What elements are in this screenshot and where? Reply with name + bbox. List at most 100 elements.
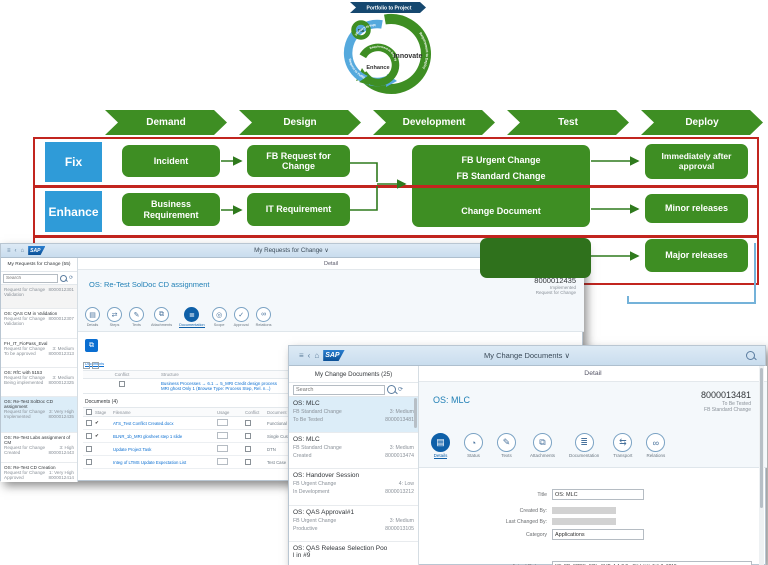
search-icon[interactable]	[60, 274, 67, 282]
conflict-checkbox[interactable]	[245, 432, 251, 439]
tab-scope[interactable]: ◎Scope	[211, 307, 227, 327]
search-input[interactable]	[293, 384, 385, 395]
fix-circle	[351, 20, 371, 40]
tab-details[interactable]: ▤Details	[85, 307, 100, 327]
back-icon[interactable]: ‹	[14, 247, 17, 254]
item-title: FH_IT_FioPass_Eval	[4, 341, 48, 346]
menu-icon[interactable]: ≡	[7, 247, 11, 254]
tab-relations[interactable]: ∞Relations	[256, 307, 272, 327]
item-type: FB Urgent Change	[293, 481, 337, 487]
select-all-checkbox[interactable]	[86, 408, 92, 415]
usage-select[interactable]	[217, 458, 228, 465]
sync-icon[interactable]: ⟳	[69, 275, 74, 281]
item-value: 3: Medium	[52, 346, 74, 351]
tab-texts[interactable]: ✎Texts	[129, 307, 144, 327]
usage-select[interactable]	[217, 419, 228, 426]
documents-tile[interactable]: ⧉ Documents	[85, 339, 115, 370]
row-checkbox[interactable]	[86, 458, 92, 465]
item-number: 8000012443	[48, 450, 74, 455]
row-checkbox[interactable]	[86, 432, 92, 439]
home-icon[interactable]: ⌂	[314, 351, 320, 360]
sap-logo: SAP	[28, 246, 46, 255]
details-icon: ▤	[85, 307, 100, 322]
conflict-checkbox[interactable]	[119, 381, 125, 387]
item-value: 3: Very High	[48, 409, 74, 414]
item-type: Request for Change	[4, 445, 46, 450]
item-title: OS: QAS Approval#1	[293, 509, 355, 516]
list-item[interactable]: OS: QAS CM in Validation Request for Cha…	[1, 309, 77, 339]
texts-icon: ✎	[129, 307, 144, 322]
category-field[interactable]	[552, 529, 644, 540]
item-type: FB Standard Change	[293, 409, 342, 415]
structure-link-line2[interactable]: MRI ghost Only 1 (Browse Type: Process S…	[161, 386, 271, 391]
tab-documentation[interactable]: ≣Documentation	[179, 307, 205, 328]
item-type: Request for Change	[4, 409, 46, 414]
conflict-checkbox[interactable]	[245, 458, 251, 465]
tab-texts[interactable]: ✎Texts	[497, 433, 516, 458]
structure-link-line1[interactable]: Business Processes → 6.1 → 5_MRI Credit …	[161, 381, 277, 386]
item-title: OS: Handover Session	[293, 472, 360, 479]
search-icon[interactable]	[746, 351, 755, 360]
search-icon[interactable]	[387, 385, 396, 394]
list-item-selected[interactable]: OS: Re-Test SolDoc CD assignment Request…	[1, 397, 77, 433]
object-title: OS: Re-Test SolDoc CD assignment	[89, 280, 210, 289]
enhance-lane-outline	[33, 186, 759, 237]
conflict-checkbox[interactable]	[245, 419, 251, 426]
win2-search-row: ⟳	[289, 383, 418, 397]
last-changed-by-label: Last Changed By:	[505, 519, 547, 525]
win2-scrollbar-track[interactable]	[759, 366, 764, 565]
actual-release-field[interactable]	[552, 561, 752, 565]
tab-attachments[interactable]: ⧉Attachments	[530, 433, 555, 458]
window-my-change-documents: ≡ ‹ ⌂ SAP My Change Documents ∨ My Chang…	[288, 345, 767, 565]
file-link[interactable]: ATS_Test Conflict Created.docx	[113, 420, 174, 426]
menu-icon[interactable]: ≡	[299, 351, 304, 360]
tab-documentation[interactable]: ≣Documentation	[569, 433, 599, 458]
title-field[interactable]	[552, 489, 644, 500]
win1-app-title[interactable]: My Requests for Change ∨	[254, 247, 329, 254]
win2-app-title[interactable]: My Change Documents ∨	[484, 351, 570, 360]
inner-arc-arrowhead	[359, 75, 369, 85]
list-view-icon[interactable]	[92, 362, 99, 369]
list-item[interactable]: OS: QAS Release Selection Poo l in #9	[289, 542, 418, 565]
sync-icon[interactable]: ⟳	[398, 387, 404, 393]
row-checkbox[interactable]	[86, 445, 92, 452]
object-status: Implemented	[549, 285, 576, 290]
win2-scrollbar-thumb[interactable]	[760, 368, 763, 508]
list-item[interactable]: OS: Re-Test CD Creation Request for Chan…	[1, 463, 77, 482]
file-link[interactable]: Update Project Task	[113, 446, 152, 452]
home-icon[interactable]: ⌂	[20, 247, 25, 254]
file-link[interactable]: BLNR_1b_MRI glosheet step 1 slide	[113, 433, 183, 439]
grid-view-icon[interactable]	[83, 362, 90, 369]
usage-select[interactable]	[217, 445, 228, 452]
usage-select[interactable]	[217, 432, 228, 439]
tab-status[interactable]: ◔Status	[464, 433, 483, 458]
tab-approval[interactable]: ✓Approval	[233, 307, 249, 327]
win1-tabs: ▤Details ⇄Steps ✎Texts ⧉Attachments ≣Doc…	[78, 304, 584, 332]
created-by-redacted	[552, 507, 616, 514]
list-item[interactable]: OS: Re-Test Labs assignment of CM Reques…	[1, 433, 77, 463]
conflict-checkbox[interactable]	[245, 445, 251, 452]
tab-details[interactable]: ▤Details	[431, 433, 450, 459]
row-checkbox[interactable]	[86, 419, 92, 426]
item-title: OS: Re-Test CD Creation	[4, 465, 56, 470]
structure-column-header: Structure	[161, 372, 179, 377]
tab-steps[interactable]: ⇄Steps	[107, 307, 122, 327]
tab-relations[interactable]: ∞Relations	[646, 433, 666, 458]
list-scrollbar-thumb[interactable]	[414, 398, 417, 428]
search-input[interactable]	[3, 273, 58, 283]
item-type: FB Urgent Change	[293, 518, 337, 524]
view-toggle-icons[interactable]	[83, 362, 99, 369]
back-icon[interactable]: ‹	[307, 351, 311, 360]
lane-enhance: Enhance	[45, 191, 102, 232]
object-number: 8000013481	[700, 390, 751, 400]
file-link[interactable]: Integ of LTMS Update Expectation List	[113, 459, 187, 465]
tab-transport[interactable]: ⇆Transport	[613, 433, 632, 458]
tab-attachments[interactable]: ⧉Attachments	[151, 307, 172, 327]
